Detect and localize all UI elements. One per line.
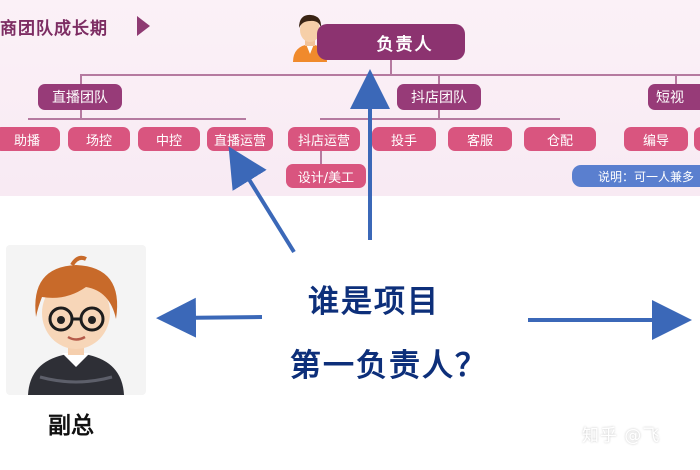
role-node[interactable]: 投手 (372, 127, 436, 151)
role-node[interactable]: 场控 (68, 127, 130, 151)
team-label: 短视 (656, 90, 684, 106)
connector (28, 118, 246, 120)
connector (675, 74, 677, 84)
watermark: 知乎 @飞 (582, 426, 661, 446)
team-node-short-video[interactable]: 短视 (648, 84, 700, 110)
team-node-douyin-store[interactable]: 抖店团队 (397, 84, 481, 110)
vp-label: 副总 (48, 413, 94, 439)
role-label: 客服 (466, 133, 493, 149)
role-label: 编导 (642, 133, 669, 149)
team-label: 直播团队 (52, 90, 108, 106)
connector (80, 74, 82, 84)
vp-avatar-card (6, 245, 146, 395)
lead-node[interactable]: 负责人 (317, 24, 465, 60)
manager-avatar-icon (293, 14, 327, 62)
page-title: 商团队成长期 (0, 19, 108, 39)
connector (320, 118, 560, 120)
role-label: 直播运营 (213, 133, 266, 149)
role-node[interactable]: 中控 (138, 127, 200, 151)
role-label: 设计/美工 (297, 170, 355, 186)
role-node[interactable]: 编导 (624, 127, 688, 151)
question-line-2: 第一负责人？ (290, 348, 488, 384)
role-label: 仓配 (546, 133, 573, 149)
team-node-live[interactable]: 直播团队 (38, 84, 122, 110)
role-node[interactable]: 抖店运营 (288, 127, 360, 151)
role-node[interactable]: 客服 (448, 127, 512, 151)
role-label: 助播 (13, 133, 40, 149)
lead-label: 负责人 (376, 34, 434, 55)
title-arrow-icon (137, 16, 150, 36)
question-line-1: 谁是项目 (308, 284, 440, 320)
role-node[interactable]: 仓配 (524, 127, 596, 151)
connector (438, 108, 440, 118)
team-label: 抖店团队 (411, 90, 467, 106)
vp-avatar-icon (28, 255, 124, 395)
role-label: 投手 (390, 133, 417, 149)
arrow-to-live-ops (228, 146, 296, 254)
note-text: 说明：可一人兼多 (598, 169, 695, 184)
arrow-to-vp (156, 297, 263, 338)
connector (438, 74, 440, 84)
connector (320, 150, 322, 164)
connector (80, 74, 700, 76)
role-label: 场控 (85, 133, 112, 149)
note-badge: 说明：可一人兼多 (572, 165, 700, 187)
connector (390, 60, 392, 74)
connector (80, 108, 82, 118)
role-node[interactable]: 助播 (0, 127, 60, 151)
role-label: 抖店运营 (297, 133, 350, 149)
role-node-partial[interactable] (694, 127, 700, 151)
role-node[interactable]: 设计/美工 (286, 164, 366, 188)
role-label: 中控 (155, 133, 182, 149)
